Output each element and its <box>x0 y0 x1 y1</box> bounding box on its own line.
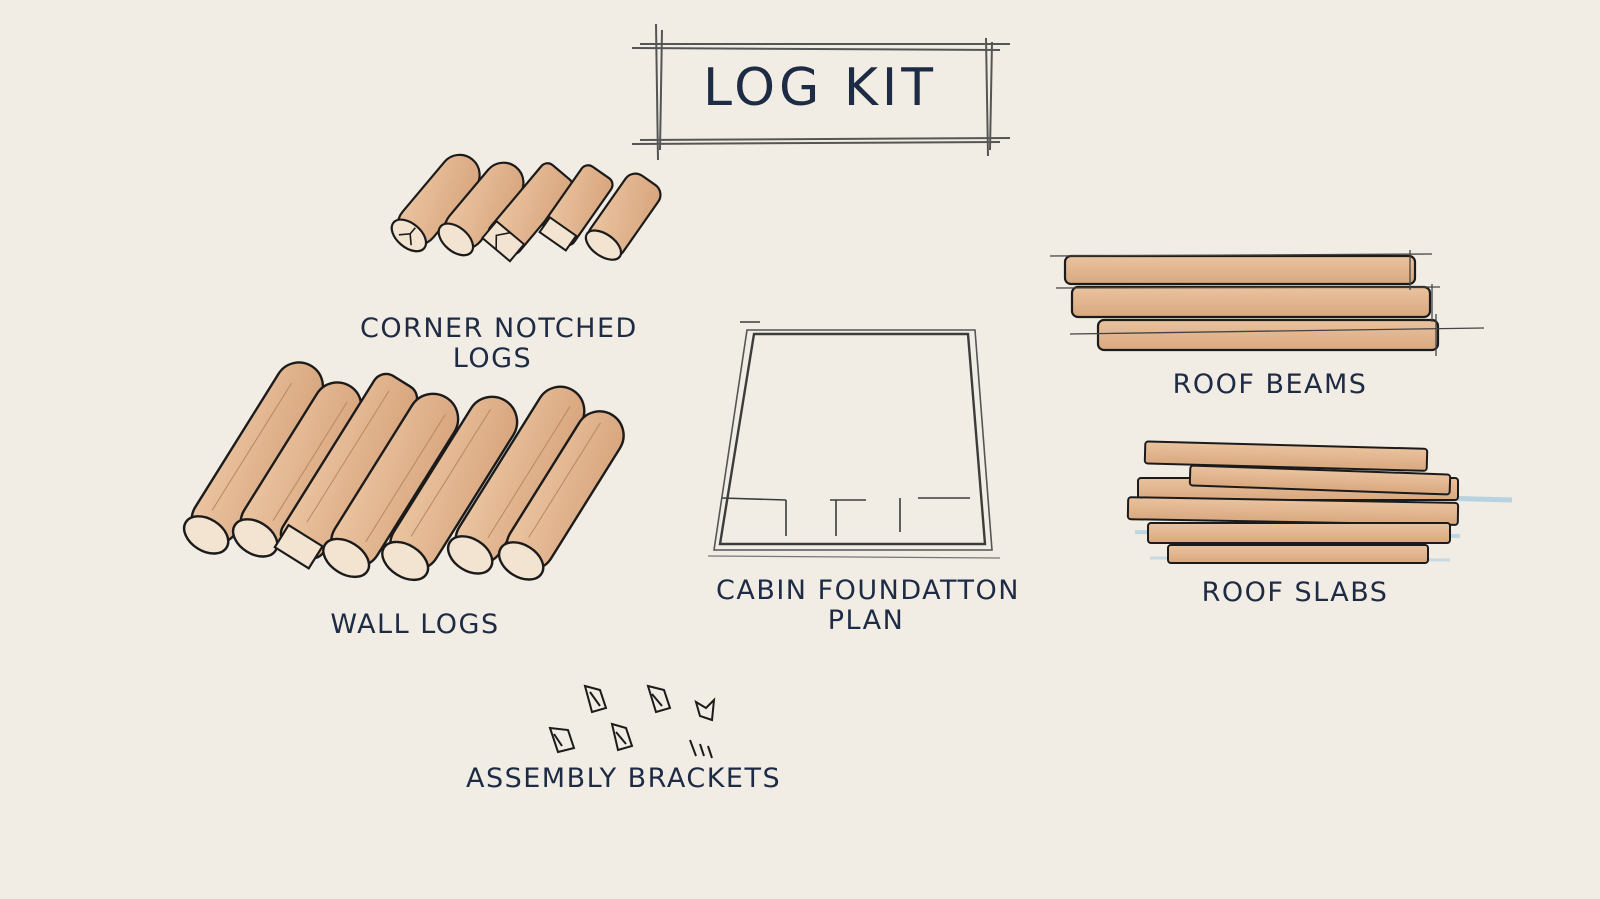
roof-slabs-group <box>1126 440 1513 564</box>
corner-log-5 <box>584 172 662 261</box>
bracket-2 <box>583 684 608 714</box>
corner-log-4 <box>538 164 614 252</box>
bracket-3 <box>610 722 634 752</box>
label-wall-logs: WALL LOGS <box>330 609 500 640</box>
wall-log-2 <box>231 381 363 558</box>
bracket-1 <box>548 726 576 754</box>
roof-beam-2 <box>1070 285 1432 319</box>
foundation-plan-drawing <box>707 321 1001 559</box>
label-corner-notched-logs-line-2: LOGS <box>452 343 533 374</box>
label-roof-slabs: ROOF SLABS <box>1201 577 1389 608</box>
wall-log-1 <box>182 361 325 555</box>
bracket-6 <box>689 739 713 759</box>
wall-log-4 <box>322 392 460 579</box>
wall-log-7 <box>497 410 625 581</box>
label-assembly-brackets: ASSEMBLY BRACKETS <box>466 763 782 794</box>
bracket-4 <box>646 684 672 714</box>
roof-slab-6 <box>1188 464 1452 496</box>
assembly-brackets-group <box>548 684 716 759</box>
label-roof-beams: ROOF BEAMS <box>1172 369 1368 400</box>
label-foundation-line-1: CABIN FOUNDATTON <box>716 575 1020 606</box>
roof-slab-3 <box>1126 496 1460 526</box>
bracket-5 <box>694 697 716 722</box>
wall-logs-group <box>182 361 625 582</box>
wall-log-5 <box>381 395 519 582</box>
wall-log-3 <box>273 372 419 570</box>
diagram-title: LOG KIT <box>702 58 938 118</box>
wall-log-6 <box>446 385 586 575</box>
label-corner-notched-logs: CORNER NOTCHED LOGS <box>360 313 638 374</box>
label-corner-notched-logs-line-1: CORNER NOTCHED <box>360 313 638 344</box>
roof-slab-1 <box>1143 440 1429 472</box>
roof-slab-5 <box>1167 544 1429 564</box>
roof-slab-4 <box>1147 522 1451 544</box>
roof-beam-3 <box>1096 318 1440 352</box>
roof-beams-group <box>1049 250 1485 356</box>
title-frame <box>631 23 1011 161</box>
roof-beam-1 <box>1063 254 1417 286</box>
label-foundation-line-2: PLAN <box>827 605 905 636</box>
label-cabin-foundation-plan: CABIN FOUNDATTON PLAN <box>716 575 1020 636</box>
corner-notched-logs-group <box>390 153 662 263</box>
